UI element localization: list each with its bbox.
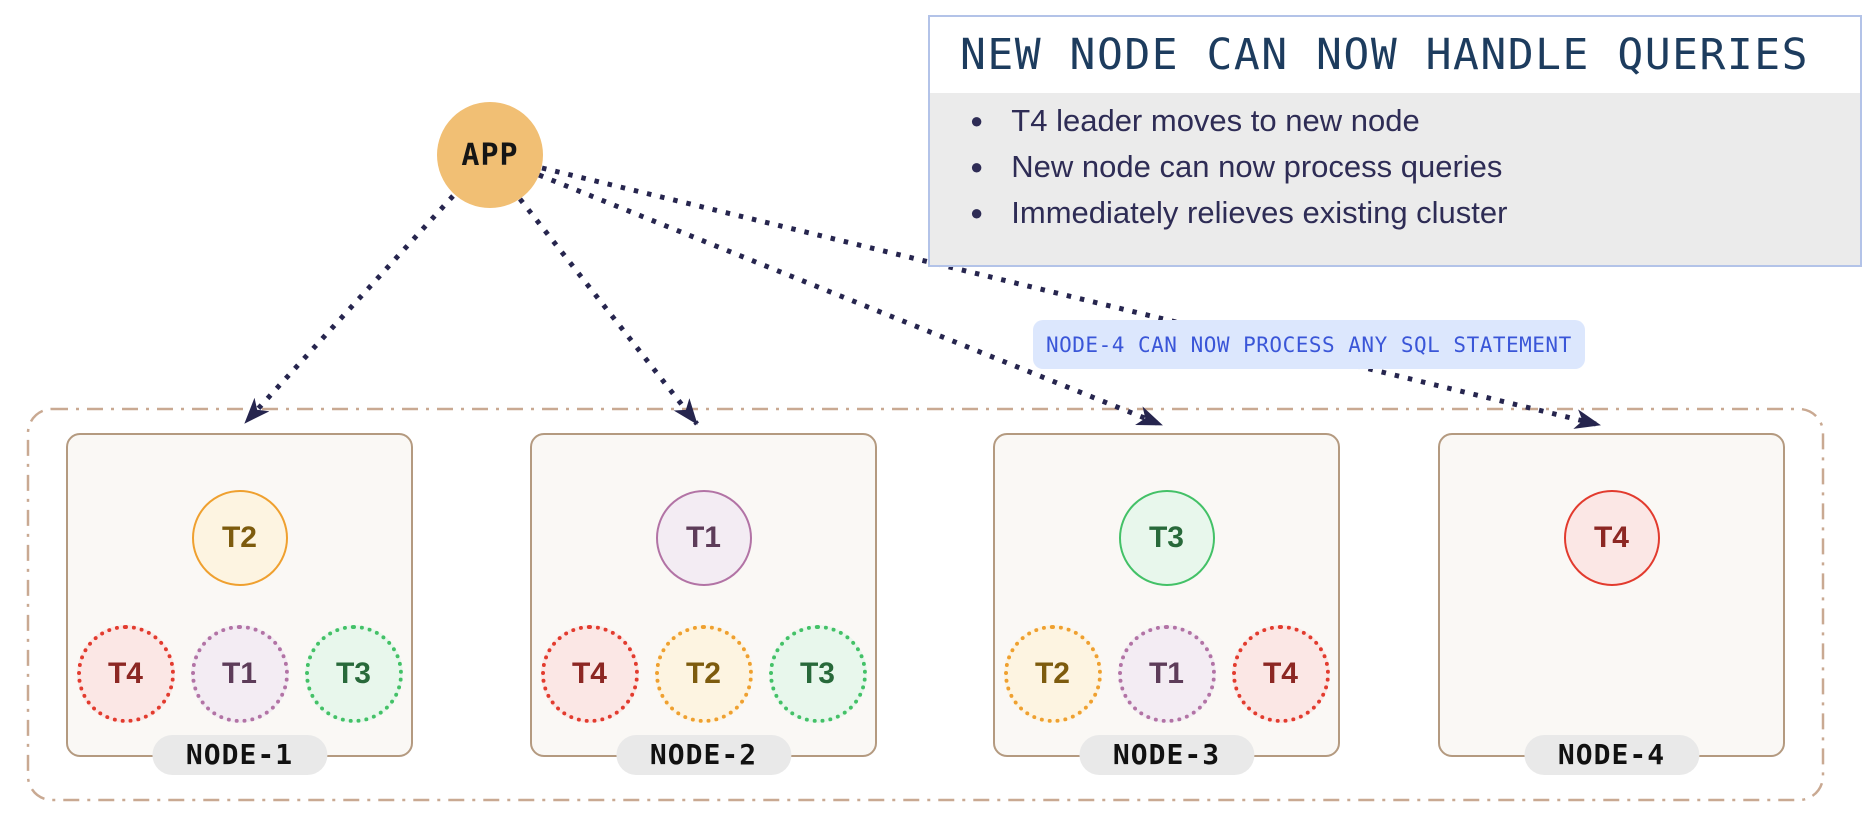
tablet-t1-follower: T1 xyxy=(190,625,289,723)
callout-title: NEW NODE CAN NOW HANDLE QUERIES xyxy=(960,30,1810,80)
arrow-app-to-node-4 xyxy=(541,165,1601,429)
node-box-4: T4 NODE-4 xyxy=(1438,433,1785,775)
tablet-t1-leader: T1 xyxy=(655,490,752,586)
cluster-boundary xyxy=(26,407,1825,802)
callout-bullet: Immediately relieves existing cluster xyxy=(930,190,1860,236)
tablet-t2-leader: T2 xyxy=(191,490,288,586)
leader-slot: T3 xyxy=(995,490,1338,586)
leader-slot: T1 xyxy=(532,490,875,586)
arrow-app-to-node-3 xyxy=(538,172,1163,428)
leader-slot: T4 xyxy=(1440,490,1783,586)
leader-slot: T2 xyxy=(68,490,411,586)
tablet-t3-follower: T3 xyxy=(304,625,403,723)
tablet-t4-follower: T4 xyxy=(1231,625,1330,723)
node-badge: NODE-4 xyxy=(1523,735,1700,775)
tablet-t1-follower: T1 xyxy=(1117,625,1216,723)
tablet-t2-follower: T2 xyxy=(1003,625,1102,723)
callout-bullet: New node can now process queries xyxy=(930,144,1860,190)
callout-box: NEW NODE CAN NOW HANDLE QUERIES T4 leade… xyxy=(928,15,1862,267)
node-badge: NODE-1 xyxy=(151,735,328,775)
callout-body: T4 leader moves to new node New node can… xyxy=(930,93,1860,265)
tablet-t3-follower: T3 xyxy=(768,625,867,723)
callout-bullet: T4 leader moves to new node xyxy=(930,98,1860,144)
app-node: APP xyxy=(437,102,543,208)
node4-note-label: NODE-4 CAN NOW PROCESS ANY SQL STATEMENT xyxy=(1033,320,1585,369)
node-badge: NODE-3 xyxy=(1078,735,1255,775)
tablet-t4-follower: T4 xyxy=(540,625,639,723)
arrow-app-to-node-2 xyxy=(518,197,699,426)
app-label: APP xyxy=(461,137,519,173)
arrow-app-to-node-1 xyxy=(243,194,455,425)
tablet-t4-leader: T4 xyxy=(1563,490,1660,586)
tablet-t2-follower: T2 xyxy=(654,625,753,723)
node-badge: NODE-2 xyxy=(615,735,792,775)
tablet-t4-follower: T4 xyxy=(76,625,175,723)
tablet-t3-leader: T3 xyxy=(1118,490,1215,586)
